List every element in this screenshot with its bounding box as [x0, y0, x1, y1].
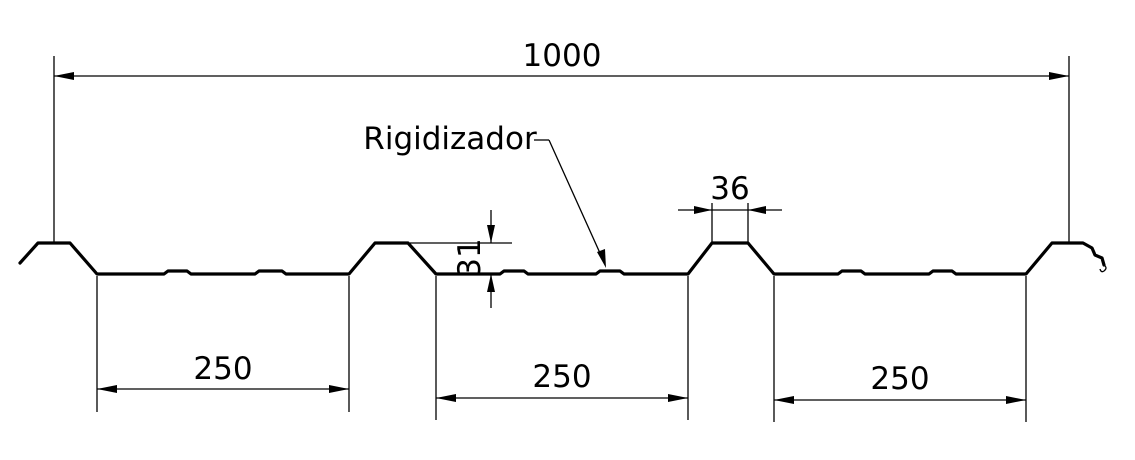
rib-height-dimension: 31 [410, 210, 512, 308]
right-span-label: 250 [870, 361, 929, 397]
middle-span-dimension: 250 [435, 276, 689, 420]
rib-height-label: 31 [452, 238, 488, 277]
overall-width-label: 1000 [523, 38, 602, 74]
stiffener-label: Rigidizador [363, 121, 537, 157]
rib-top-width-label: 36 [710, 171, 749, 207]
rib-top-width-dimension: 36 [678, 171, 782, 243]
profile-end-curl [1099, 264, 1107, 273]
sheet-profile [18, 241, 1107, 276]
left-span-label: 250 [193, 351, 252, 387]
left-span-dimension: 250 [96, 276, 350, 412]
middle-span-label: 250 [532, 359, 591, 395]
overall-width-dimension: 1000 [53, 38, 1070, 243]
profile-outline [18, 241, 1106, 276]
stiffener-callout: Rigidizador [363, 121, 606, 268]
right-span-dimension: 250 [773, 276, 1027, 422]
